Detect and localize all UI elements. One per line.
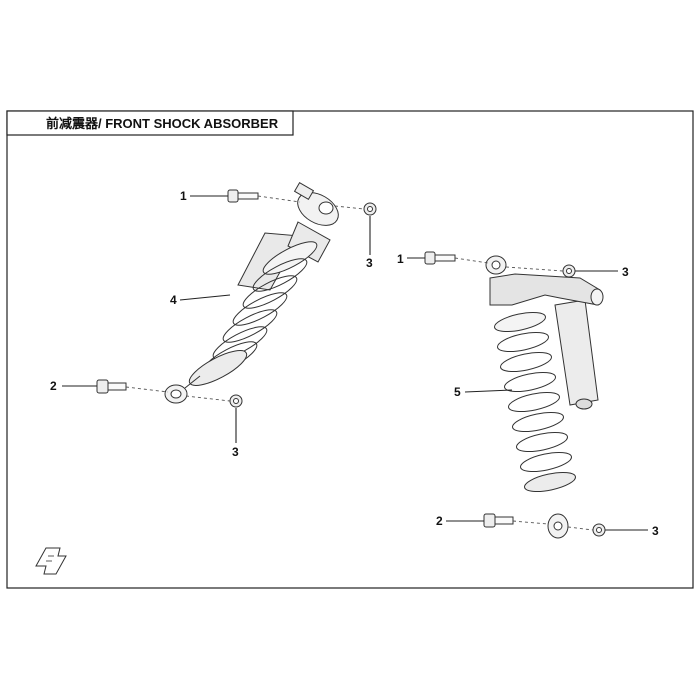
nut-right-bottom xyxy=(592,523,606,537)
bolt-right-top xyxy=(424,251,456,265)
callout-1-left: 1 xyxy=(180,189,187,203)
bolt-right-bottom xyxy=(483,513,514,528)
callout-4: 4 xyxy=(170,293,177,307)
callout-2-right: 2 xyxy=(436,514,443,528)
shock-absorber-left xyxy=(164,181,339,404)
nut-right-top xyxy=(562,264,576,278)
diagram-frame xyxy=(6,110,694,589)
callout-3-left-top: 3 xyxy=(366,256,373,270)
assembly-axes xyxy=(125,195,594,531)
callout-2-left: 2 xyxy=(50,379,57,393)
title-box xyxy=(6,110,294,136)
callout-3-right-bottom: 3 xyxy=(652,524,659,538)
front-direction-arrow-icon xyxy=(35,547,67,575)
bolt-left-bottom xyxy=(96,379,127,394)
bolt-left-top xyxy=(227,189,259,203)
nut-left-bottom xyxy=(229,394,243,408)
callout-3-right-top: 3 xyxy=(622,265,629,279)
nut-left-top xyxy=(363,202,377,216)
callout-3-left-bottom: 3 xyxy=(232,445,239,459)
shock-absorber-right xyxy=(485,255,604,539)
callout-5: 5 xyxy=(454,385,461,399)
callout-1-right: 1 xyxy=(397,252,404,266)
leader-lines xyxy=(62,195,648,531)
diagram-title: 前减震器/ FRONT SHOCK ABSORBER xyxy=(46,116,279,131)
